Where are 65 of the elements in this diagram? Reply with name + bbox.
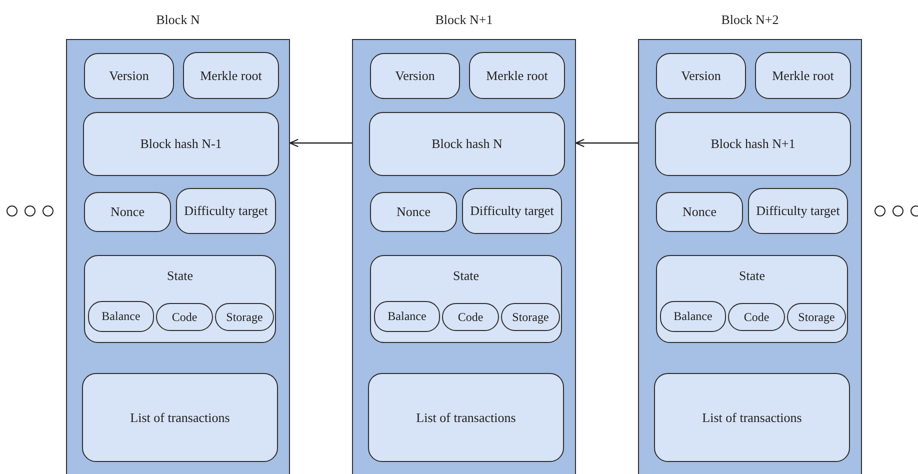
arrow	[575, 138, 638, 148]
field-label: Code	[458, 308, 484, 326]
field-box	[654, 373, 850, 462]
field-label: Nonce	[396, 203, 430, 221]
field-box	[755, 52, 851, 99]
field-box	[660, 301, 726, 332]
field-box	[469, 52, 565, 99]
field-box	[83, 112, 279, 176]
field-box	[370, 53, 460, 99]
field-label: Version	[395, 67, 435, 85]
field-box	[156, 303, 213, 331]
field-label: Balance	[102, 308, 140, 325]
field-box	[370, 192, 457, 232]
group-title: State	[166, 267, 194, 285]
arrow	[289, 138, 352, 148]
field-box	[442, 303, 499, 331]
field-label: Nonce	[110, 203, 144, 221]
field-box	[82, 373, 278, 462]
field-label: Merkle root	[772, 66, 834, 84]
group-title: State	[738, 267, 766, 285]
field-box	[183, 52, 279, 99]
field-box	[462, 188, 562, 234]
group-box	[84, 255, 276, 343]
field-box	[501, 303, 560, 331]
field-box	[368, 373, 564, 462]
field-label: Block hash N	[432, 135, 502, 153]
field-label: Block hash N-1	[140, 135, 222, 153]
field-label: Difficulty target	[184, 202, 268, 220]
field-box	[88, 301, 154, 332]
block-title: Block N	[155, 11, 201, 29]
field-box	[656, 53, 746, 99]
field-label: List of transactions	[416, 408, 516, 426]
field-box	[655, 112, 851, 176]
field-label: Storage	[226, 308, 263, 326]
field-label: Difficulty target	[470, 202, 554, 220]
group-title: State	[452, 267, 480, 285]
field-label: Storage	[798, 308, 835, 326]
block-title: Block N+2	[720, 11, 780, 29]
field-label: List of transactions	[702, 408, 802, 426]
field-box	[374, 301, 440, 332]
group-box	[656, 255, 848, 343]
field-label: Balance	[388, 308, 426, 325]
field-box	[176, 188, 276, 234]
block-title: Block N+1	[434, 11, 494, 29]
field-box	[748, 188, 848, 234]
group-box	[370, 255, 562, 343]
field-label: Block hash N+1	[710, 135, 796, 153]
field-label: Nonce	[682, 203, 716, 221]
field-label: Difficulty target	[756, 202, 840, 220]
field-label: Code	[744, 308, 770, 326]
field-label: Balance	[674, 308, 712, 325]
field-label: Version	[681, 67, 721, 85]
field-label: Version	[109, 67, 149, 85]
field-label: Storage	[512, 308, 549, 326]
field-box	[656, 192, 743, 232]
field-label: List of transactions	[130, 408, 230, 426]
field-label: Merkle root	[200, 66, 262, 84]
field-box	[84, 53, 174, 99]
field-box	[369, 112, 565, 176]
field-box	[728, 303, 785, 331]
field-box	[215, 303, 274, 331]
field-label: Merkle root	[486, 66, 548, 84]
field-box	[84, 192, 171, 232]
field-label: Code	[172, 308, 198, 326]
field-box	[787, 303, 846, 331]
